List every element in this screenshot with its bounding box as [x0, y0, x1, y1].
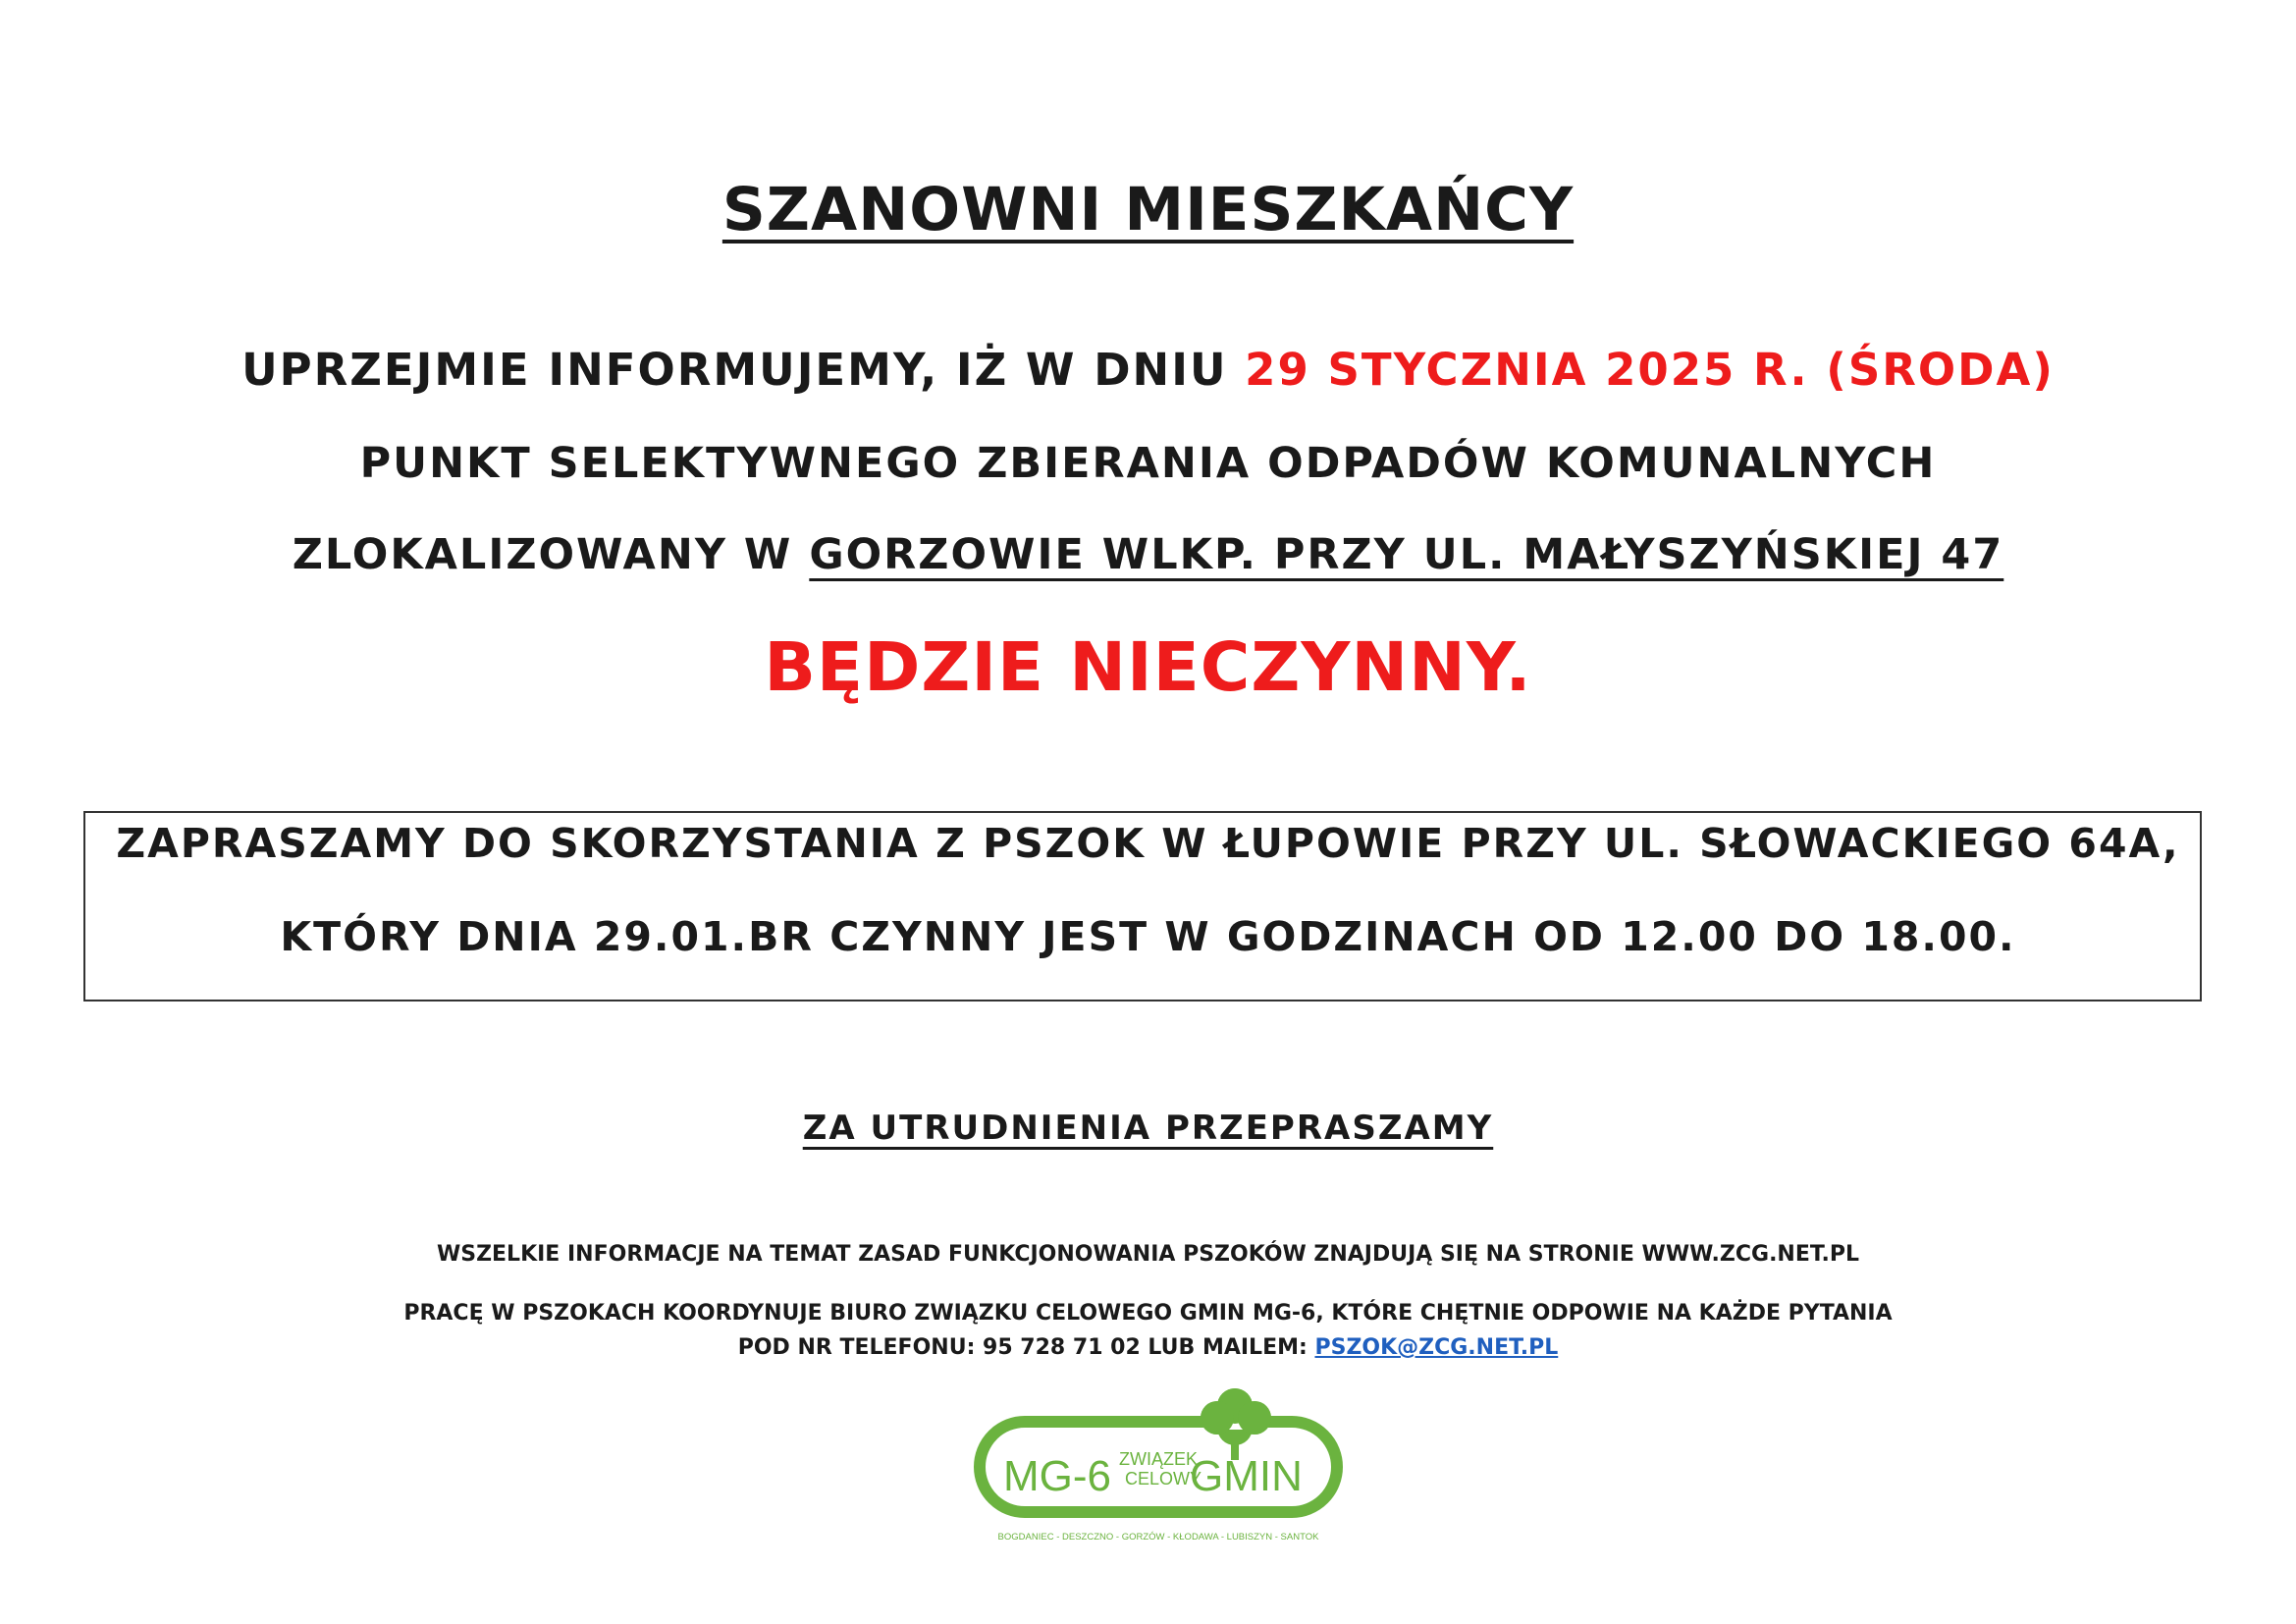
logo-gmin: GMIN: [1190, 1452, 1303, 1500]
logo-mg6: MG-6: [1003, 1452, 1111, 1500]
notice-line-facility: PUNKT SELEKTYWNEGO ZBIERANIA ODPADÓW KOM…: [359, 439, 1937, 488]
logo-frame: [974, 1416, 1343, 1518]
info-line-website: WSZELKIE INFORMACJE NA TEMAT ZASAD FUNKC…: [436, 1242, 1860, 1267]
apology-text: ZA UTRUDNIENIA PRZEPRASZAMY: [802, 1109, 1494, 1148]
closure-date: 29 STYCZNIA 2025 R. (ŚRODA): [1245, 344, 2055, 396]
info-line-contact: POD NR TELEFONU: 95 728 71 02 LUB MAILEM…: [737, 1335, 1559, 1360]
logo-celowy: CELOWY: [1125, 1469, 1201, 1489]
alternative-info-box: [83, 811, 2202, 1001]
page-title: SZANOWNI MIESZKAŃCY: [721, 175, 1575, 244]
facility-address: GORZOWIE WLKP. PRZY UL. MAŁYSZYŃSKIEJ 47: [809, 530, 2004, 579]
info-line-coordination: PRACĘ W PSZOKACH KOORDYNUJE BIURO ZWIĄZK…: [403, 1301, 1893, 1326]
notice-line-location: ZLOKALIZOWANY W GORZOWIE WLKP. PRZY UL. …: [292, 530, 2004, 579]
logo-zwiazek: ZWIĄZEK: [1119, 1449, 1198, 1469]
alternative-line-2: KTÓRY DNIA 29.01.BR CZYNNY JEST W GODZIN…: [280, 913, 2016, 960]
logo-towns: BOGDANIEC - DESZCZNO - GORZÓW - KŁODAWA …: [998, 1532, 1320, 1543]
alternative-line-1: ZAPRASZAMY DO SKORZYSTANIA Z PSZOK W ŁUP…: [116, 820, 2180, 867]
closed-announcement: BĘDZIE NIECZYNNY.: [764, 628, 1532, 707]
email-link[interactable]: PSZOK@ZCG.NET.PL: [1314, 1335, 1559, 1360]
mg6-logo: MG-6 ZWIĄZEK CELOWY GMIN BOGDANIEC - DES…: [974, 1388, 1343, 1543]
notice-line-date: UPRZEJMIE INFORMUJEMY, IŻ W DNIU 29 STYC…: [241, 344, 2055, 396]
